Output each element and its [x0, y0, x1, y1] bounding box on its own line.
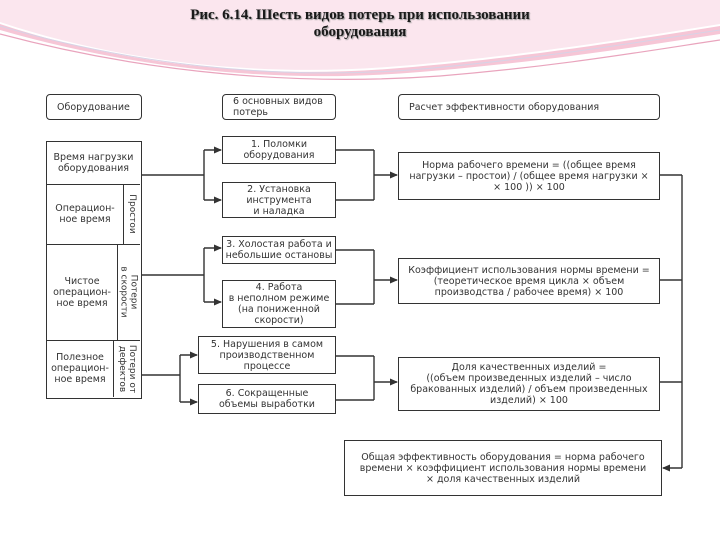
formula-quality-share: Доля качественных изделий = ((объем прои…: [398, 357, 660, 411]
loss-box-5: 5. Нарушения в самом производственном пр…: [198, 336, 336, 374]
cell-net-operating-time: Чистое операцион- ное время: [53, 275, 111, 309]
loss-box-3: 3. Холостая работа и небольшие остановы: [222, 236, 336, 264]
header-losses: 6 основных видов потерь: [222, 94, 336, 120]
figure-title: Рис. 6.14. Шесть видов потерь при исполь…: [190, 7, 530, 40]
time-breakdown-table: Время нагрузки оборудования Операцион- н…: [46, 141, 142, 399]
loss-box-4: 4. Работа в неполном режиме (на пониженн…: [222, 280, 336, 328]
cell-load-time: Время нагрузки оборудования: [53, 152, 134, 174]
header-equipment: Оборудование: [46, 94, 142, 120]
loss-box-1: 1. Поломки оборудования: [222, 136, 336, 164]
loss-box-6: 6. Сокращенные объемы выработки: [198, 384, 336, 414]
decorative-header-swoosh: [0, 0, 720, 80]
cell-useful-operating-time: Полезное операцион- ное время: [51, 352, 109, 385]
formula-time-norm-usage: Коэффициент использования нормы времени …: [398, 258, 660, 304]
cell-operating-time: Операцион- ное время: [55, 203, 115, 225]
loss-box-2: 2. Установка инструмента и наладка: [222, 182, 336, 218]
formula-work-time-norm: Норма рабочего времени = ((общее время н…: [398, 152, 660, 200]
formula-overall-efficiency: Общая эффективность оборудования = норма…: [344, 440, 662, 496]
header-efficiency: Расчет эффективности оборудования: [398, 94, 660, 120]
